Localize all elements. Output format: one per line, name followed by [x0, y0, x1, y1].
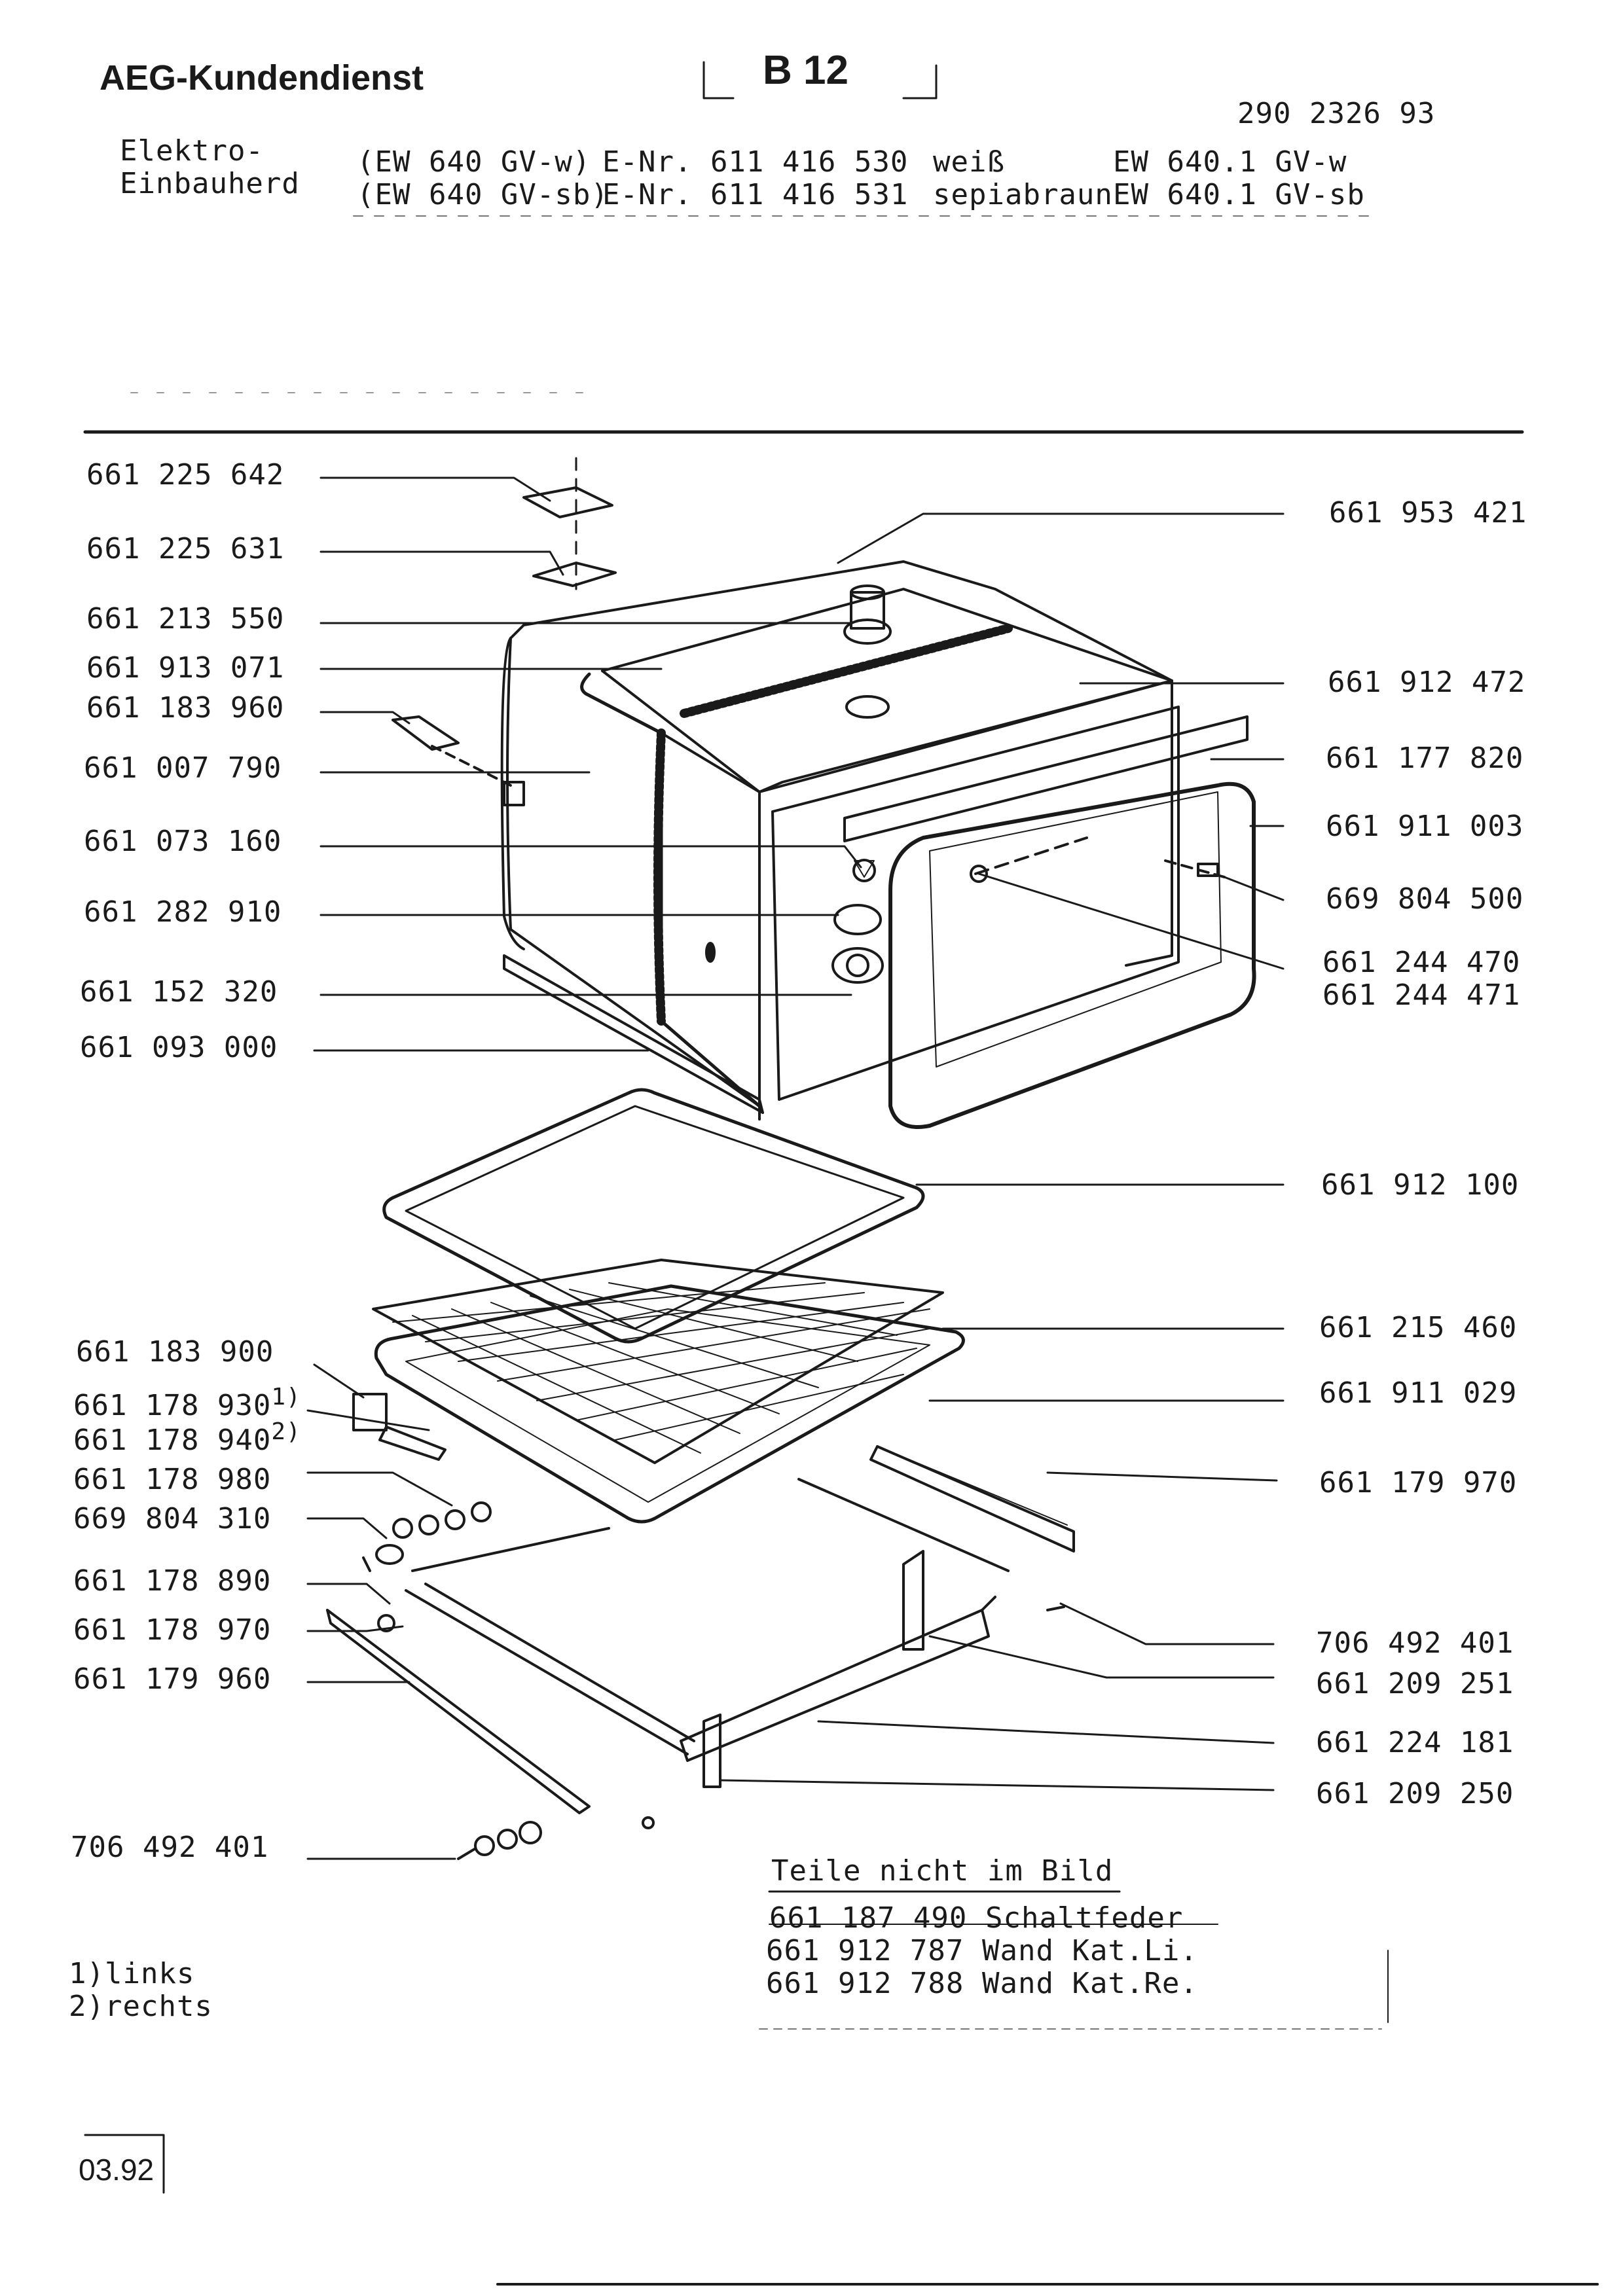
variant-alt-model: EW 640.1 GV-w: [1113, 145, 1347, 179]
footnote-mark: 2): [271, 1418, 301, 1445]
not-shown-number: 661 912 787: [766, 1934, 964, 1967]
variant-color: sepiabraun: [933, 178, 1113, 211]
revision-date: 03.92: [79, 2153, 155, 2187]
not-shown-name: Schaltfeder: [985, 1901, 1184, 1935]
part-label: 661 093 000: [80, 1031, 278, 1064]
part-label: 669 804 500: [1326, 882, 1524, 916]
part-label: 661 215 460: [1319, 1311, 1518, 1344]
part-label: 661 179 960: [73, 1662, 272, 1696]
variant-model: (EW 640 GV-sb): [357, 178, 609, 211]
part-label: 661 178 890: [73, 1564, 272, 1598]
part-label: 661 911 003: [1326, 810, 1524, 843]
part-label-number: 661 178 940: [73, 1424, 272, 1457]
part-label: 661 152 320: [80, 975, 278, 1009]
part-label: 706 492 401: [1316, 1626, 1514, 1660]
part-label: 661 178 9301): [73, 1384, 301, 1422]
variant-enr: E-Nr. 611 416 530: [602, 145, 909, 179]
footnote-right: 2)rechts: [69, 1990, 213, 2023]
document-number: 290 2326 93: [1237, 97, 1436, 130]
part-label: 661 213 550: [86, 602, 285, 636]
part-label: 661 225 642: [86, 458, 285, 492]
part-label: 661 244 470: [1322, 946, 1521, 979]
brand-title: AEG-Kundendienst: [100, 58, 424, 98]
part-label: 661 912 472: [1328, 666, 1526, 699]
part-label: 661 183 960: [86, 691, 285, 725]
not-shown-name: Wand Kat.Re.: [982, 1967, 1198, 2000]
appliance-type-line2: Einbauherd: [120, 167, 300, 200]
variant-alt-model: EW 640.1 GV-sb: [1113, 178, 1365, 211]
part-label: 669 804 310: [73, 1502, 272, 1535]
variant-model: (EW 640 GV-w): [357, 145, 591, 179]
not-shown-number: 661 912 788: [766, 1967, 964, 2000]
part-label: 661 224 181: [1316, 1726, 1514, 1759]
part-label: 661 183 900: [76, 1335, 274, 1369]
part-label: 661 178 980: [73, 1463, 272, 1496]
part-label: 706 492 401: [71, 1831, 269, 1864]
part-label: 661 178 9402): [73, 1418, 301, 1457]
part-label: 661 244 471: [1322, 978, 1521, 1012]
sheet-number: B 12: [763, 48, 848, 93]
part-label: 661 209 251: [1316, 1667, 1514, 1700]
not-shown-number: 661 187 490: [769, 1901, 968, 1935]
footnote-mark: 1): [271, 1384, 301, 1410]
part-label: 661 913 071: [86, 651, 285, 685]
variant-color: weiß: [933, 145, 1005, 179]
part-label: 661 953 421: [1329, 496, 1527, 529]
appliance-type-line1: Elektro-: [120, 134, 264, 168]
part-label: 661 178 970: [73, 1613, 272, 1647]
part-label: 661 073 160: [84, 825, 282, 858]
variant-enr: E-Nr. 611 416 531: [602, 178, 909, 211]
part-label: 661 007 790: [84, 751, 282, 785]
footnote-left: 1)links: [69, 1957, 195, 1990]
part-label: 661 177 820: [1326, 742, 1524, 775]
part-label: 661 179 970: [1319, 1466, 1518, 1499]
not-shown-name: Wand Kat.Li.: [982, 1934, 1198, 1967]
part-label: 661 912 100: [1321, 1168, 1520, 1202]
part-label: 661 225 631: [86, 532, 285, 565]
not-shown-title: Teile nicht im Bild: [771, 1854, 1114, 1888]
part-label-number: 661 178 930: [73, 1389, 272, 1422]
part-label: 661 282 910: [84, 895, 282, 929]
part-label: 661 911 029: [1319, 1376, 1518, 1410]
part-label: 661 209 250: [1316, 1777, 1514, 1810]
